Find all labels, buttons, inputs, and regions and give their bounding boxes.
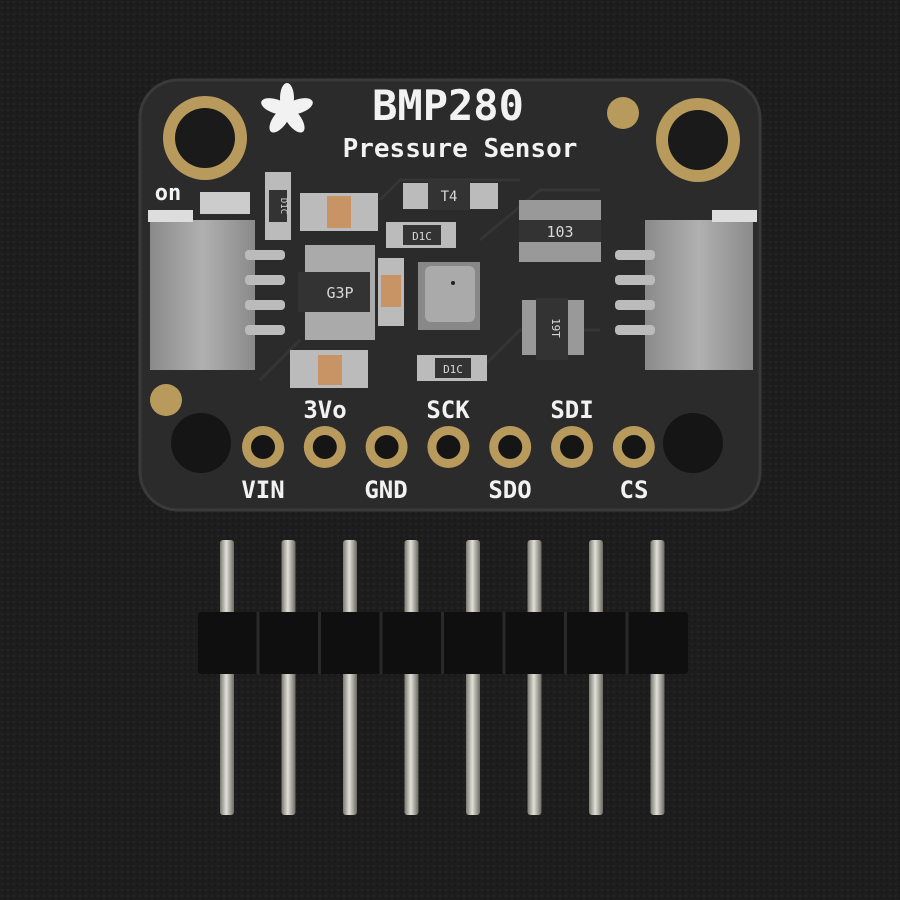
mounting-hole [171, 413, 231, 473]
adafruit-flower-logo [261, 83, 313, 133]
pin-label-cs: CS [620, 476, 649, 504]
pin-label-3vo: 3Vo [303, 396, 346, 424]
capacitor [378, 258, 404, 326]
header-divider [379, 612, 383, 674]
fiducial [150, 384, 182, 416]
solder-pad [489, 426, 532, 468]
solder-pad [612, 426, 655, 468]
pin-label-sck: SCK [426, 396, 470, 424]
resistor: D1C [265, 172, 291, 240]
solder-pad [303, 426, 346, 468]
board-title: BMP280 [372, 81, 524, 130]
svg-text:G3P: G3P [326, 284, 353, 302]
svg-text:D1C: D1C [278, 198, 288, 214]
pcb-board: BMP280 Pressure Sensor on D1C T4 D1C 103… [138, 78, 762, 512]
resistor-network: 103 [519, 200, 601, 262]
header-pin [466, 540, 480, 815]
header-pin [220, 540, 234, 815]
led-label: on [155, 181, 182, 206]
svg-text:T4: T4 [441, 189, 458, 205]
solder-pad [242, 426, 284, 468]
header-pin [650, 540, 665, 815]
diode: D1C [386, 222, 456, 248]
header-divider [318, 612, 321, 674]
bmp280-sensor [418, 262, 480, 330]
svg-text:D1C: D1C [412, 230, 432, 243]
pin-label-vin: VIN [241, 476, 284, 504]
pin-label-sdi: SDI [550, 396, 593, 424]
board-subtitle: Pressure Sensor [343, 134, 578, 164]
svg-text:D1C: D1C [443, 363, 463, 376]
header-pin [281, 540, 296, 815]
led [200, 192, 250, 214]
header-pin [404, 540, 419, 815]
transistor: T4 [403, 180, 498, 210]
voltage-regulator: G3P [298, 245, 375, 340]
diode: D1C [417, 355, 487, 381]
svg-text:19T: 19T [549, 318, 562, 338]
stemma-connector-right [615, 210, 757, 370]
pin-header [198, 540, 688, 815]
mounting-hole [663, 413, 723, 473]
header-divider [625, 612, 629, 674]
solder-pad [365, 426, 408, 468]
pin-label-gnd: GND [364, 476, 407, 504]
solder-pad [427, 426, 470, 468]
header-divider [256, 612, 260, 674]
mounting-hole [163, 96, 247, 180]
stemma-connector-left [148, 210, 285, 370]
header-pin [589, 540, 603, 815]
fiducial [607, 97, 639, 129]
header-pin [527, 540, 542, 815]
capacitor [290, 350, 368, 388]
header-divider [564, 612, 567, 674]
header-pin [343, 540, 357, 815]
header-divider [441, 612, 444, 674]
level-shifter: 19T [522, 298, 584, 360]
svg-text:103: 103 [546, 223, 573, 241]
capacitor [300, 193, 378, 231]
pin-label-sdo: SDO [488, 476, 531, 504]
header-divider [502, 612, 506, 674]
mounting-hole [656, 98, 740, 182]
solder-pad [551, 426, 593, 468]
